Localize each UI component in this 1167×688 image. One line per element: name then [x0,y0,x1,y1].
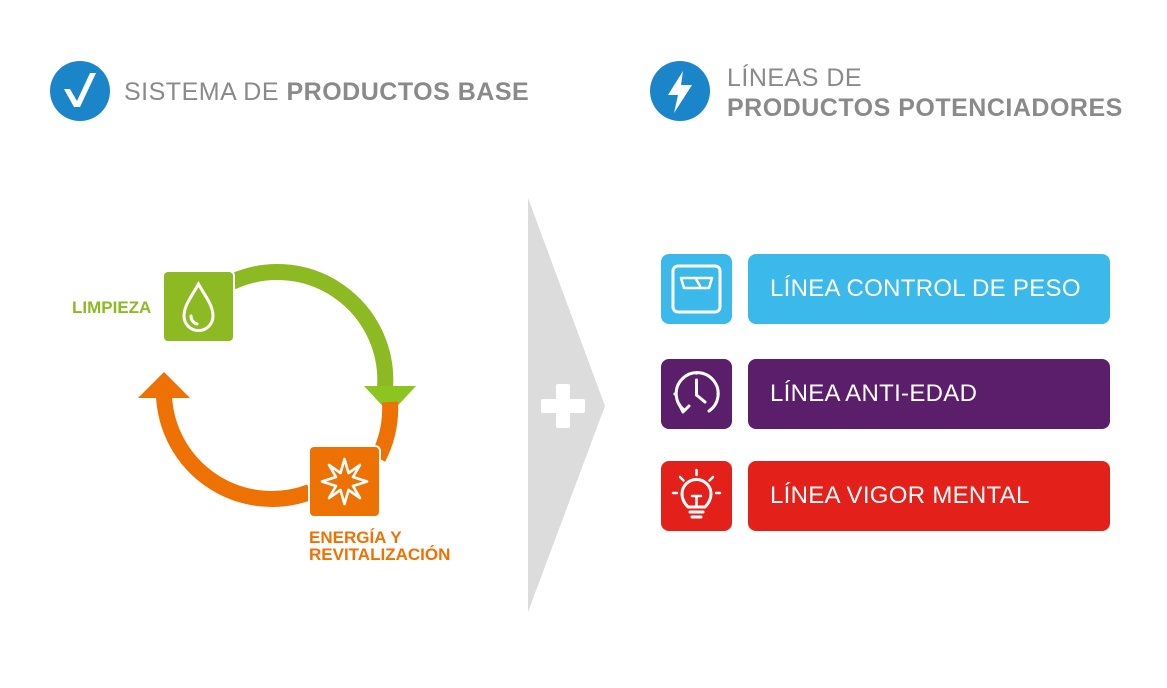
line-icon-tile-anti-age [661,359,732,429]
section-title-base-products: SISTEMA DE PRODUCTOS BASE [124,78,529,107]
cycle-arrowhead-green [364,386,416,414]
step-label-limpieza: LIMPIEZA [72,298,152,317]
water-drop-icon [182,280,215,332]
line-card-mental-vigor: LÍNEA VIGOR MENTAL [748,461,1110,531]
section-title-line1: LÍNEAS DE [727,64,863,92]
cycle-arc-green [228,264,394,389]
title-bold-part: PRODUCTOS BASE [286,78,530,106]
energia-tile [308,445,381,518]
line-label-anti-age: LÍNEA ANTI-EDAD [770,380,978,407]
line-label-mental-vigor: LÍNEA VIGOR MENTAL [770,482,1030,509]
cycle-arrowhead-orange [138,372,190,398]
line-icon-tile-weight [661,254,732,324]
step-label-energia-line1: ENERGÍA Y [309,528,402,547]
line-card-weight-control: LÍNEA CONTROL DE PESO [748,254,1110,324]
checkmark-icon [50,61,110,121]
line-icon-tile-mental-vigor [661,461,732,531]
limpieza-tile [162,270,235,343]
line-card-anti-age: LÍNEA ANTI-EDAD [748,359,1110,429]
lightning-bolt-icon [650,61,710,121]
clock-icon [673,371,720,414]
plus-icon [541,384,585,428]
section-title-line2: PRODUCTOS POTENCIADORES [727,94,1123,122]
scale-icon [671,264,722,314]
title-light-part: SISTEMA DE [124,78,287,106]
light-bulb-icon [671,468,722,519]
sun-burst-icon [320,457,369,506]
line-label-weight-control: LÍNEA CONTROL DE PESO [770,275,1081,302]
step-label-energia-line2: REVITALIZACIÓN [309,545,451,564]
cycle-arc-orange-left [156,395,313,507]
